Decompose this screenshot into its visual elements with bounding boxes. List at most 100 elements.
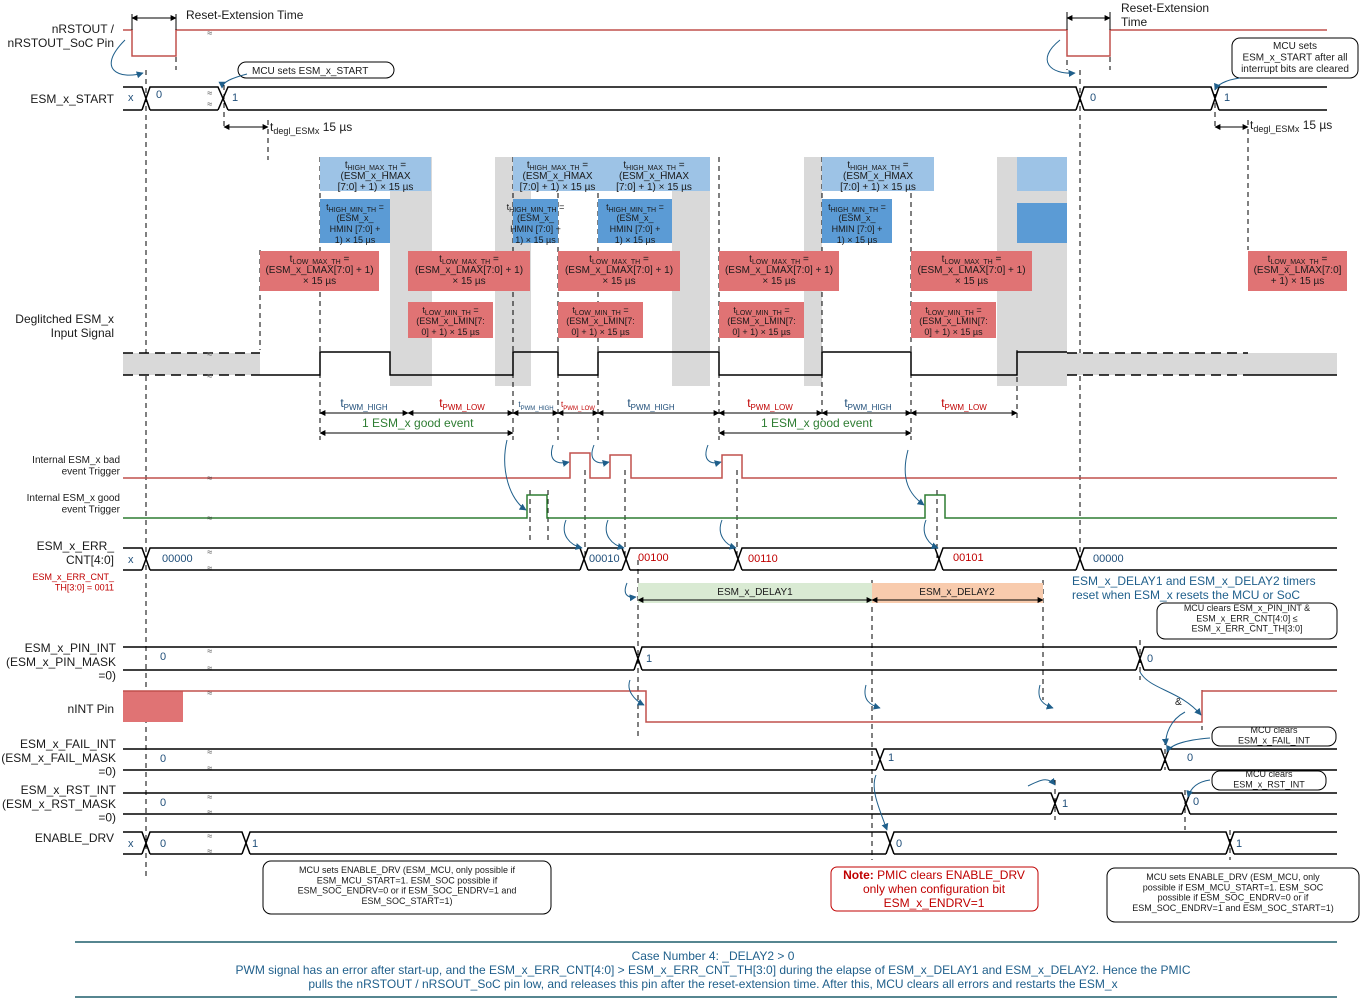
- lmax-box-line: × 15 µs: [452, 276, 485, 287]
- hmax-box-line: (ESM_x_HMAX: [340, 171, 410, 182]
- nint-waveform: &: [123, 690, 1337, 723]
- break-mark: ≈: [207, 349, 212, 359]
- pwm-high-label: tPWM_HIGH: [627, 396, 675, 412]
- hmin-box-line: HMIN [7:0] +: [510, 224, 561, 234]
- label-nint: nINT Pin: [68, 702, 114, 716]
- lmin-box-line: 0] + 1) × 15 µs: [924, 327, 983, 337]
- hmax-box-line: tHIGH_MAX_TH =: [623, 160, 684, 172]
- err-val-1: 00000: [162, 553, 193, 565]
- err-val-5: 00101: [953, 552, 984, 564]
- hmin-box-line: (ESM_x_: [517, 213, 555, 223]
- lmax-box-line: × 15 µs: [762, 276, 795, 287]
- hmin-box: tHIGH_MIN_TH =(ESM_x_HMIN [7:0] +1) × 15…: [598, 199, 672, 245]
- lmin-box: tLOW_MIN_TH =(ESM_x_LMIN[7:0] + 1) × 15 …: [408, 302, 493, 338]
- hmin-box-line: HMIN [7:0] +: [330, 224, 381, 234]
- pwm-high-label: tPWM_HIGH: [518, 400, 553, 412]
- rst-val-0: 0: [160, 797, 166, 809]
- signal-labels: nRSTOUT /nRSTOUT_SoC Pin ESM_x_START Deg…: [1, 22, 120, 845]
- pwm-low-label: tPWM_LOW: [561, 400, 595, 412]
- break-mark: ≈: [207, 513, 212, 523]
- pwm-low-label: tPWM_LOW: [747, 396, 793, 412]
- label-pin-int: ESM_x_PIN_INT(ESM_x_PIN_MASK=0): [6, 641, 117, 683]
- lmax-box: tLOW_MAX_TH =(ESM_x_LMAX[7:0] + 1)× 15 µ…: [260, 251, 379, 291]
- causal-arrows: [110, 39, 1241, 831]
- lmax-box-line: tLOW_MAX_TH =: [589, 254, 649, 266]
- hmin-box-line: HMIN [7:0] +: [832, 224, 883, 234]
- hmax-box-line: [7:0] + 1) × 15 µs: [616, 182, 692, 193]
- hmin-box-line: HMIN [7:0] +: [610, 224, 661, 234]
- err-cnt-bus: x 00000 00010 00100 00110 00101 00000: [123, 547, 1337, 571]
- hmax-box-line: tHIGH_MAX_TH =: [527, 160, 588, 172]
- break-mark: ≈: [207, 88, 212, 98]
- label-fail-int: ESM_x_FAIL_INT(ESM_x_FAIL_MASK=0): [1, 737, 116, 779]
- pwm-low-label: tPWM_LOW: [439, 396, 485, 412]
- hmin-box: tHIGH_MIN_TH =(ESM_x_HMIN [7:0] +1) × 15…: [822, 199, 892, 245]
- break-mark: ≈: [207, 663, 212, 673]
- hmax-box: tHIGH_MAX_TH =(ESM_x_HMAX[7:0] + 1) × 15…: [513, 157, 602, 193]
- hmax-box: tHIGH_MAX_TH =(ESM_x_HMAX[7:0] + 1) × 15…: [822, 157, 934, 193]
- lmin-box-line: (ESM_x_LMIN[7:: [416, 316, 485, 326]
- lmin-box: tLOW_MIN_TH =(ESM_x_LMIN[7:0] + 1) × 15 …: [911, 302, 996, 338]
- deglitched-waveform: [123, 351, 1337, 376]
- drv-val-3: 0: [896, 838, 902, 850]
- break-mark: ≈: [207, 563, 212, 573]
- enable-drv-bus: x 0 1 0 1: [123, 831, 1337, 855]
- lmax-box-line: tLOW_MAX_TH =: [439, 254, 499, 266]
- hmin-box-line: 1) × 15 µs: [335, 235, 376, 245]
- delay-bars: ESM_x_DELAY1 ESM_x_DELAY2 ESM_x_DELAY1 a…: [637, 574, 1316, 603]
- hmin-box-line: (ESM_x_: [838, 213, 876, 223]
- hmin-box-line: 1) × 15 µs: [615, 235, 656, 245]
- lmin-box-line: tLOW_MIN_TH =: [572, 305, 628, 317]
- lmax-box-line: (ESM_x_LMAX[7:0] + 1): [725, 265, 833, 276]
- rst-val-1: 1: [1062, 798, 1068, 810]
- err-val-0: x: [128, 554, 134, 566]
- rst-val-2: 0: [1193, 796, 1199, 808]
- hmax-box-line: tHIGH_MAX_TH =: [847, 160, 908, 172]
- fail-val-1: 1: [888, 752, 894, 764]
- lmax-box-line: tLOW_MAX_TH =: [749, 254, 809, 266]
- break-mark: ≈: [207, 763, 212, 773]
- break-mark: ≈: [207, 831, 212, 841]
- label-rst-int: ESM_x_RST_INT(ESM_x_RST_MASK=0): [2, 783, 117, 825]
- hmin-box: tHIGH_MIN_TH =(ESM_x_HMIN [7:0] +1) × 15…: [320, 199, 390, 245]
- mcu-clears-pin: MCU clears ESM_x_PIN_INT &ESM_x_ERR_CNT[…: [1184, 603, 1310, 634]
- break-mark: ≈: [207, 846, 212, 856]
- lmin-box-line: tLOW_MIN_TH =: [422, 305, 478, 317]
- hmin-box-line: 1) × 15 µs: [837, 235, 878, 245]
- lmin-box: tLOW_MIN_TH =(ESM_x_LMIN[7:0] + 1) × 15 …: [558, 302, 643, 338]
- mcu-sets-start: MCU sets ESM_x_START: [252, 66, 368, 77]
- hmax-box-line: [7:0] + 1) × 15 µs: [338, 182, 414, 193]
- lmin-box-line: 0] + 1) × 15 µs: [421, 327, 480, 337]
- lmax-box-line: (ESM_x_LMAX[7:0] + 1): [265, 265, 373, 276]
- break-mark: ≈: [207, 547, 212, 557]
- legend-blue-light: [1017, 157, 1067, 191]
- fail-val-0: 0: [160, 753, 166, 765]
- hmax-box-line: (ESM_x_HMAX: [619, 171, 689, 182]
- delay1-label: ESM_x_DELAY1: [717, 587, 793, 598]
- lmax-box-line: × 15 µs: [602, 276, 635, 287]
- err-val-6: 00000: [1093, 553, 1124, 565]
- bottom-callouts: MCU sets ENABLE_DRV (ESM_MCU, only possi…: [262, 860, 1360, 923]
- delay2-label: ESM_x_DELAY2: [919, 587, 995, 598]
- lmin-box-line: tLOW_MIN_TH =: [733, 305, 789, 317]
- caption-line1: PWM signal has an error after start-up, …: [236, 963, 1191, 977]
- amp-symbol: &: [1175, 697, 1182, 708]
- hmin-box-line: tHIGH_MIN_TH =: [326, 202, 384, 214]
- break-mark: ≈: [207, 371, 212, 381]
- pwm-high-label: tPWM_HIGH: [340, 396, 388, 412]
- lmin-box-line: tLOW_MIN_TH =: [925, 305, 981, 317]
- start-val-3: 0: [1090, 92, 1096, 104]
- start-val-1: 0: [156, 89, 162, 101]
- legend-blue: [1017, 203, 1067, 243]
- lmax-box-line: tLOW_MAX_TH =: [290, 254, 350, 266]
- break-mark: ≈: [207, 28, 212, 38]
- lmax-box: tLOW_MAX_TH =(ESM_x_LMAX[7:0] + 1)× 15 µ…: [911, 251, 1032, 291]
- start-val-4: 1: [1224, 92, 1230, 104]
- lmax-box-line: tLOW_MAX_TH =: [942, 254, 1002, 266]
- break-mark: ≈: [207, 688, 212, 698]
